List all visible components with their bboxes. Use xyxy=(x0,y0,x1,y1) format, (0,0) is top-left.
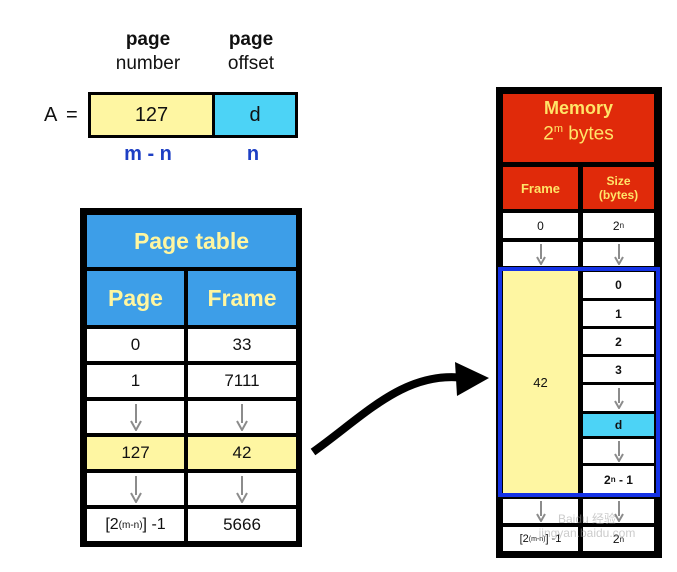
page-number-field: 127 xyxy=(91,95,215,135)
watermark: Baidu 经验 jingyan.baidu.com xyxy=(538,512,636,540)
down-arrow-icon xyxy=(236,404,248,431)
memory-frame-42: 42 xyxy=(503,271,578,493)
curved-arrow-icon xyxy=(310,362,489,456)
pt-row1-page: 1 xyxy=(87,365,184,397)
memory-size-unit: bytes xyxy=(568,123,614,145)
down-arrow-icon xyxy=(613,388,624,409)
pt-row127-frame: 42 xyxy=(188,437,296,469)
memory-ellipsis-row1-size xyxy=(583,242,654,266)
page-column-header: Page xyxy=(87,271,184,325)
pt-row1-frame: 7111 xyxy=(188,365,296,397)
memory-last-size-base: 2 xyxy=(612,532,620,546)
offset-header-bold: page xyxy=(228,29,274,50)
memory-frame-header: Frame xyxy=(503,167,578,209)
pt-row0-frame: 33 xyxy=(188,329,296,361)
down-arrow-icon xyxy=(535,244,546,265)
memory-offset-last-suffix: - 1 xyxy=(615,472,633,487)
memory-ellipsis-row2-frame xyxy=(503,499,578,523)
memory-offset-d: d xyxy=(583,414,654,436)
pt-last-suffix: ] -1 xyxy=(142,516,166,533)
memory-offset-0: 0 xyxy=(583,272,654,298)
memory-last-frame-exp: (m-n) xyxy=(528,535,546,543)
page-bits-label: m - n xyxy=(124,143,172,165)
memory-row0-size-base: 2 xyxy=(612,218,620,233)
memory-offset-last-base: 2 xyxy=(604,472,611,487)
memory-size-exp: m xyxy=(553,123,564,135)
page-number-header: page number xyxy=(98,28,198,76)
pt-row127-page: 127 xyxy=(87,437,184,469)
down-arrow-icon xyxy=(613,501,624,522)
offset-header-text: offset xyxy=(227,53,275,74)
offset-field: d xyxy=(215,95,295,135)
frame-42-highlight xyxy=(498,267,660,497)
pt-row0-page: 0 xyxy=(87,329,184,361)
memory-ellipsis-row1-frame xyxy=(503,242,578,266)
pt-last-prefix: [2 xyxy=(105,516,119,533)
memory-last-frame-suffix: ] -1 xyxy=(545,533,562,545)
address-box: 127 d xyxy=(88,92,298,138)
frame-column-header: Frame xyxy=(188,271,296,325)
down-arrow-icon xyxy=(613,244,624,265)
down-arrow-icon xyxy=(129,404,142,431)
page-number-header-bold: page xyxy=(125,29,171,50)
memory-last-frame-prefix: [2 xyxy=(519,533,529,545)
pt-ellipsis-row-1-frame xyxy=(188,401,296,433)
memory-offset-1: 1 xyxy=(583,301,654,326)
memory-offset-ellipsis-1 xyxy=(583,385,654,411)
pt-last-row-page: [2(m-n)] -1 xyxy=(87,509,184,541)
address-var-label: A xyxy=(44,104,58,126)
pt-ellipsis-row-2 xyxy=(87,473,184,505)
memory-size: 2m bytes xyxy=(503,123,654,145)
page-number-header-text: number xyxy=(115,53,181,74)
down-arrow-icon xyxy=(129,476,142,503)
offset-header: page offset xyxy=(208,28,294,76)
memory-offset-3: 3 xyxy=(583,357,654,382)
pt-last-exp: (m-n) xyxy=(118,519,143,531)
memory-ellipsis-row2-size xyxy=(583,499,654,523)
memory-offset-last-exp: n xyxy=(610,475,616,484)
down-arrow-icon xyxy=(535,501,546,522)
memory-offset-ellipsis-2 xyxy=(583,439,654,463)
pt-ellipsis-row-2-frame xyxy=(188,473,296,505)
memory-title-box: Memory 2m bytes xyxy=(503,94,654,162)
page-table-title: Page table xyxy=(87,215,296,267)
offset-bits-label: n xyxy=(246,143,260,165)
memory-row0-frame: 0 xyxy=(503,213,578,238)
memory-last-row-frame: [2(m-n)] -1 xyxy=(503,527,578,551)
memory-size-base: 2 xyxy=(543,123,554,145)
address-equals: = xyxy=(66,104,78,126)
pt-last-row-frame: 5666 xyxy=(188,509,296,541)
memory-title: Memory xyxy=(543,98,614,118)
memory-size-header: Size (bytes) xyxy=(583,167,654,209)
down-arrow-icon xyxy=(236,476,248,503)
down-arrow-icon xyxy=(613,441,624,462)
memory-last-size-exp: n xyxy=(619,534,625,544)
memory-offset-2: 2 xyxy=(583,329,654,354)
pt-ellipsis-row-1 xyxy=(87,401,184,433)
memory-row0-size-exp: n xyxy=(619,221,625,230)
